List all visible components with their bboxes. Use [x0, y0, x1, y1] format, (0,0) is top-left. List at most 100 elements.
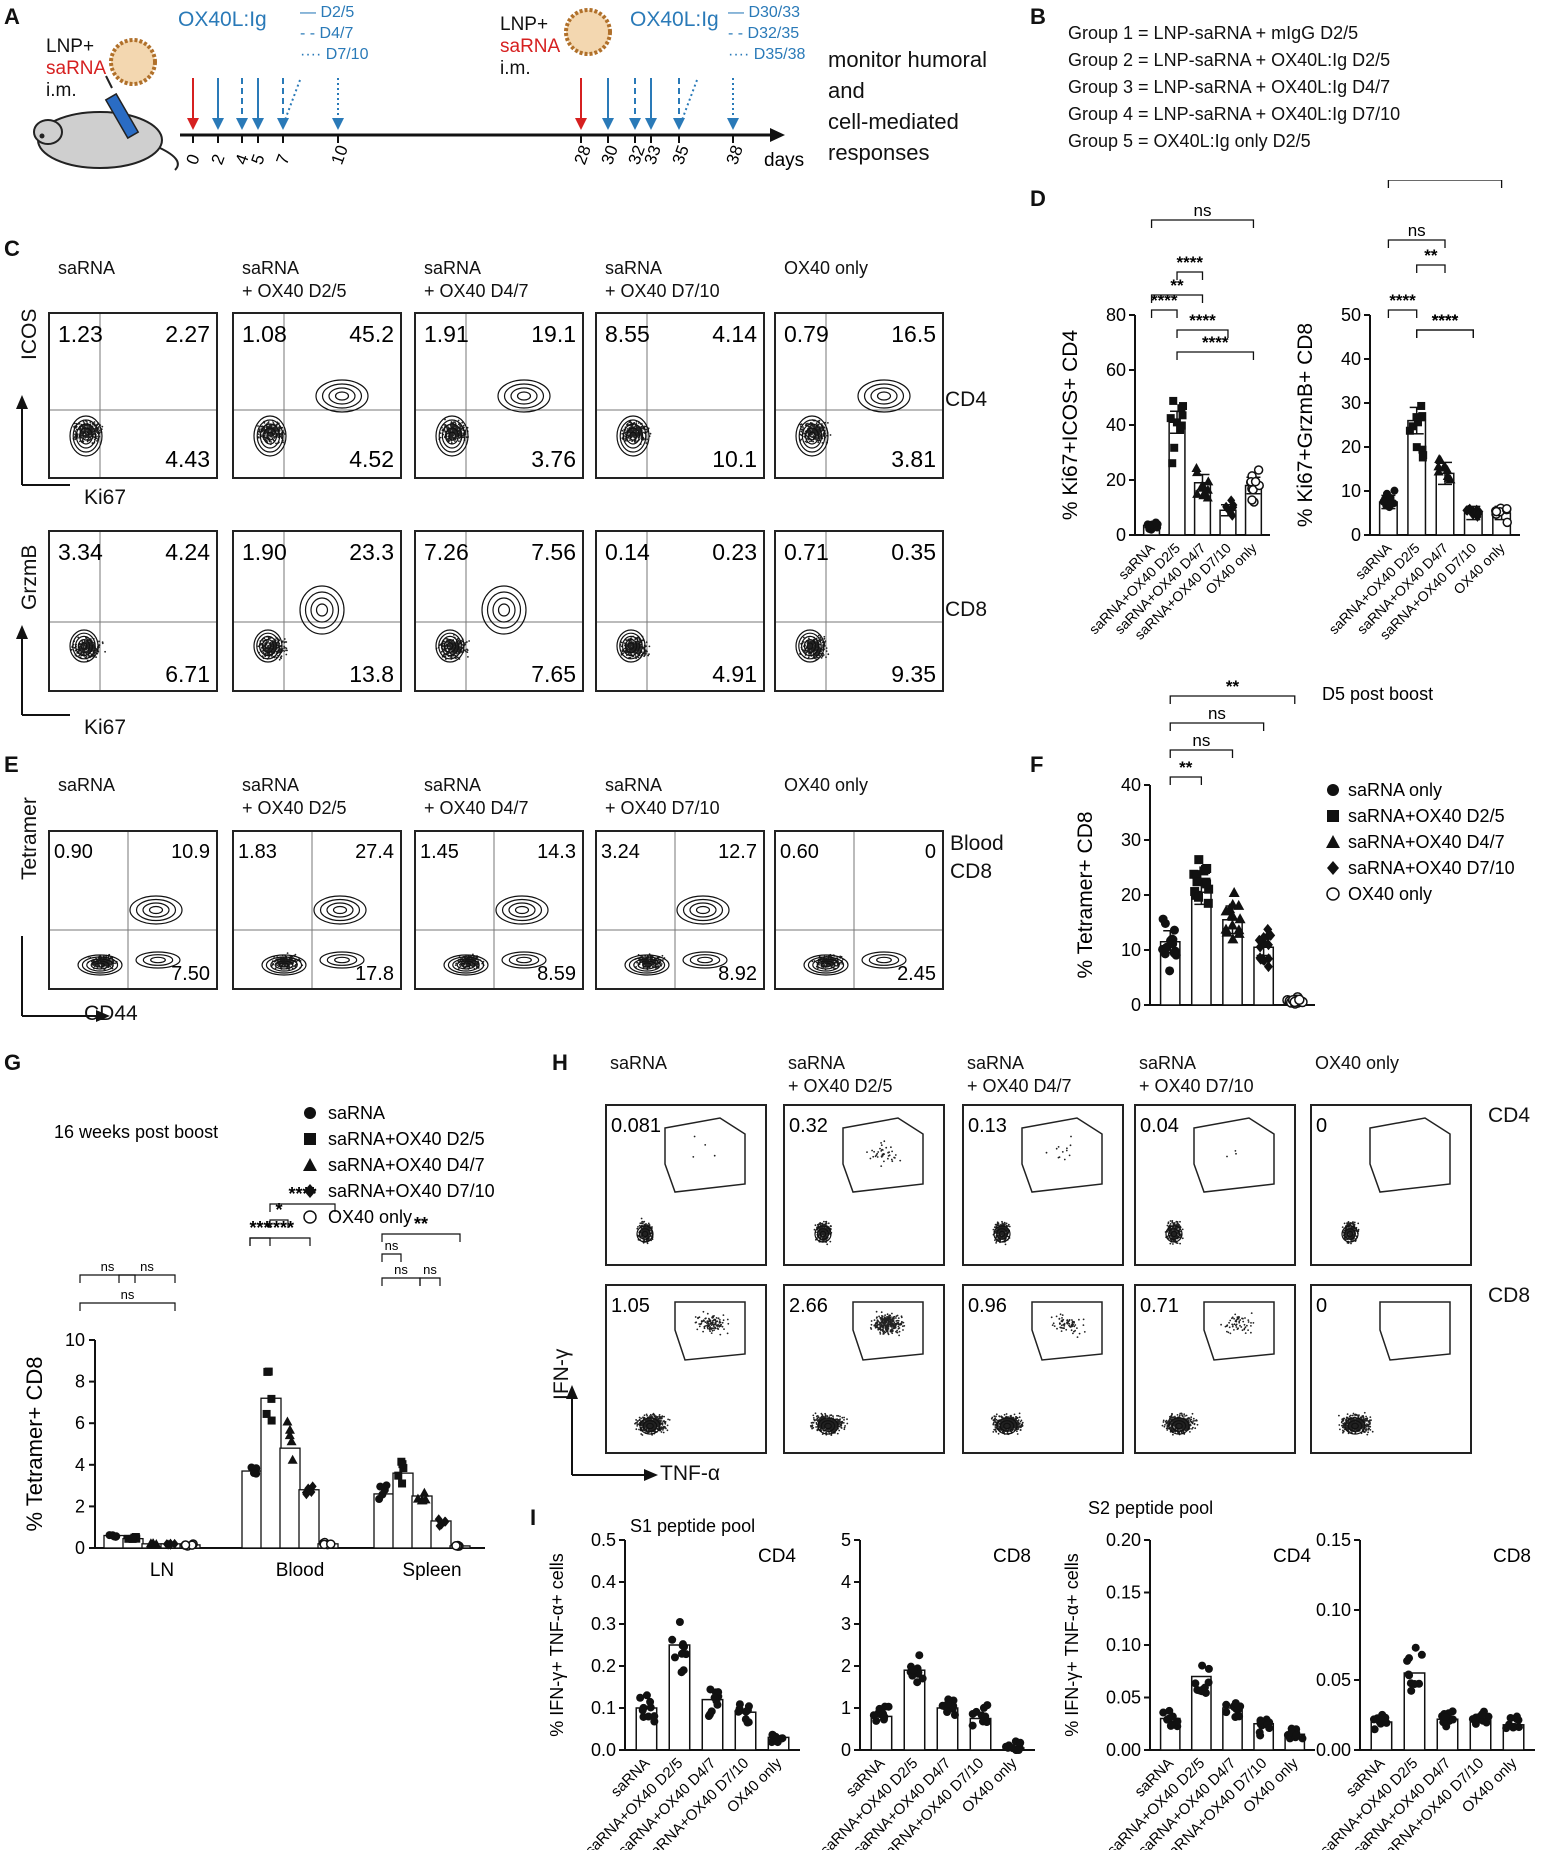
svg-text:saRNA+OX40 D4/7: saRNA+OX40 D4/7	[328, 1155, 485, 1175]
h-condition-label: saRNA	[610, 1052, 667, 1075]
quadrant-value: 0.60	[780, 841, 819, 863]
y-axis-label: % Tetramer+ CD8	[1074, 811, 1097, 978]
g-legend-item: saRNA+OX40 D4/7	[303, 1155, 485, 1175]
g-legend-item: saRNA	[304, 1103, 385, 1123]
panel-label-i: I	[530, 1505, 537, 1530]
panel-annotation: CD4	[758, 1546, 796, 1567]
blood-cd8-label: Blood CD8	[950, 830, 1004, 886]
monitor-line-3: cell-mediated	[828, 109, 959, 134]
panel-e-axis-arrows	[21, 936, 110, 1022]
condition-line-2: + OX40 D7/10	[605, 798, 720, 818]
quadrant-value: 12.7	[718, 841, 757, 863]
cd4-cytokine-plot: 0.081	[605, 1104, 767, 1266]
bar	[668, 1644, 691, 1751]
svg-text:saRNA+OX40 D2/5: saRNA+OX40 D2/5	[1348, 806, 1505, 826]
condition-line-2: + OX40 D2/5	[242, 281, 347, 301]
monitor-line-2: and	[828, 78, 865, 103]
condition-line-1: saRNA	[242, 775, 300, 795]
e-condition-label: OX40 only	[784, 774, 868, 797]
quadrant-value: 1.23	[58, 321, 103, 347]
y-tick-label: 10	[1121, 940, 1141, 960]
cd4-cytokine-plot: 0.13	[962, 1104, 1124, 1266]
cd8-cytokine-plot: 0	[1310, 1284, 1472, 1454]
y-tick-label: 0	[1351, 525, 1361, 545]
im-label-2: i.m.	[500, 58, 531, 79]
y-tick-label: 0	[1116, 525, 1126, 545]
panel-annotation: CD8	[1493, 1546, 1531, 1567]
sarna-label-2: saRNA	[500, 36, 561, 57]
im-label: i.m.	[46, 80, 77, 101]
y-tick-label: 5	[841, 1530, 851, 1550]
panel-annotation: CD4	[1273, 1546, 1311, 1567]
significance-label: *	[275, 1200, 282, 1220]
y-tick-label: 2	[75, 1496, 85, 1516]
c-condition-label: saRNA	[58, 257, 115, 280]
significance-label: ****	[266, 1218, 294, 1238]
panel-label-a: A	[4, 4, 20, 29]
quadrant-value: 8.55	[605, 321, 650, 347]
cd4-cytokine-plot: 0.04	[1134, 1104, 1296, 1266]
chart-I-S1-CD4: 0.00.10.20.30.40.5% IFN-γ+ TNF-α+ cellss…	[547, 1530, 800, 1850]
significance-label: ****	[1151, 291, 1178, 310]
quadrant-value: 1.05	[611, 1295, 650, 1317]
significance-label: ****	[1202, 333, 1229, 352]
quadrant-value: 10.1	[712, 446, 757, 472]
y-tick-label: 0.10	[1106, 1635, 1141, 1655]
bar	[1168, 421, 1186, 536]
condition-line-1: OX40 only	[784, 775, 869, 795]
panel-label-g: G	[4, 1050, 22, 1075]
timeline-tick-label: 5	[247, 152, 268, 167]
h-cd8-row-label: CD8	[1488, 1284, 1531, 1307]
condition-line-2: + OX40 D2/5	[788, 1076, 893, 1096]
significance-label: ns	[121, 1287, 135, 1302]
condition-line-2: + OX40 D7/10	[605, 281, 720, 301]
y-tick-label: 30	[1341, 393, 1361, 413]
quadrant-value: 4.24	[165, 539, 210, 565]
syringe-icon	[104, 75, 140, 140]
condition-line-2: + OX40 D4/7	[424, 281, 529, 301]
tetramer-axis-label: Tetramer	[18, 797, 41, 880]
quadrant-value: 7.26	[424, 539, 469, 565]
c-condition-label: saRNA+ OX40 D4/7	[424, 257, 529, 303]
y-tick-label: 40	[1341, 349, 1361, 369]
condition-line-1: saRNA	[605, 258, 663, 278]
timeline-tick-label: 30	[597, 143, 621, 167]
y-tick-label: 1	[841, 1698, 851, 1718]
quadrant-value: 0	[925, 841, 936, 863]
quadrant-value: 13.8	[349, 661, 394, 687]
legend-d25: — D2/5	[300, 4, 355, 21]
y-axis-label: % Ki67+GrzmB+ CD8	[1294, 323, 1317, 527]
e-condition-label: saRNA+ OX40 D2/5	[242, 774, 347, 820]
quadrant-value: 8.92	[718, 963, 757, 985]
quadrant-value: 0.23	[712, 539, 757, 565]
quadrant-value: 6.71	[165, 661, 210, 687]
ki67-axis-label-2: Ki67	[84, 716, 127, 739]
g-legend-item: saRNA+OX40 D2/5	[304, 1129, 485, 1149]
svg-text:saRNA+OX40 D4/7: saRNA+OX40 D4/7	[1348, 832, 1505, 852]
bar	[1407, 419, 1427, 536]
lnp-particle-icon	[109, 8, 612, 86]
ki67-axis-label-1: Ki67	[84, 486, 127, 509]
condition-line-1: saRNA	[1139, 1053, 1197, 1073]
blood-label: Blood	[950, 832, 1004, 855]
quadrant-value: 1.08	[242, 321, 287, 347]
significance-label: ns	[423, 1262, 437, 1277]
quadrant-value: 0.79	[784, 321, 829, 347]
y-tick-label: 20	[1341, 437, 1361, 457]
y-tick-label: 80	[1106, 305, 1126, 325]
f-legend-item: OX40 only	[1326, 884, 1432, 904]
quadrant-value: 3.81	[891, 446, 936, 472]
quadrant-value: 4.14	[712, 321, 757, 347]
y-tick-label: 0.4	[591, 1572, 616, 1592]
bar	[241, 1470, 263, 1549]
cd8-cytokine-plot: 0.96	[962, 1284, 1124, 1454]
group-label: Spleen	[402, 1560, 461, 1581]
quadrant-value: 4.52	[349, 446, 394, 472]
